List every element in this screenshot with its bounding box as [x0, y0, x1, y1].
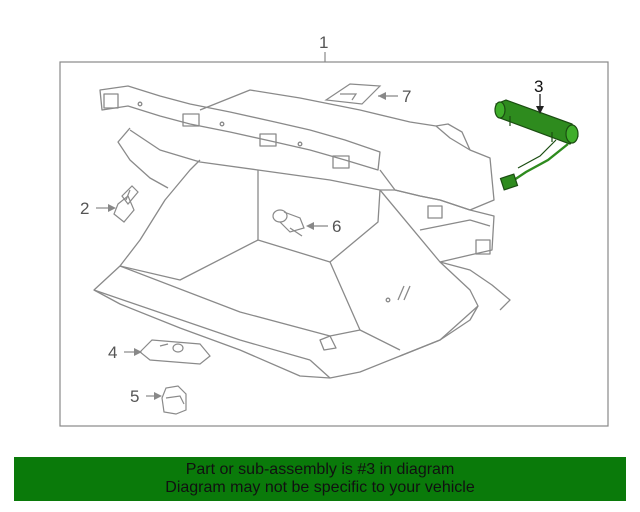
glove-box-assembly — [93, 85, 511, 379]
part-3-lamp — [494, 99, 579, 191]
parts-diagram: 1 7 — [59, 33, 609, 427]
callout-2: 2 — [80, 199, 89, 218]
callout-6-arrowhead — [306, 222, 314, 230]
callout-5-arrowhead — [154, 392, 162, 400]
callout-6: 6 — [332, 217, 341, 236]
part-2-bumper — [113, 185, 139, 223]
banner-line-1: Part or sub-assembly is #3 in diagram — [185, 461, 455, 478]
callout-4: 4 — [108, 343, 117, 362]
callout-1: 1 — [319, 33, 328, 52]
callout-7-arrowhead — [378, 92, 386, 100]
diagram-frame — [59, 61, 609, 427]
callout-7: 7 — [402, 87, 411, 106]
part-7-plate — [324, 83, 382, 105]
callout-3-arrowhead — [536, 106, 544, 114]
callout-5: 5 — [130, 387, 139, 406]
part-5-clip — [161, 385, 187, 415]
part-notice-banner: Part or sub-assembly is #3 in diagram Di… — [14, 457, 626, 501]
callout-2-arrowhead — [108, 204, 116, 212]
callout-4-arrowhead — [134, 348, 142, 356]
part-6-switch — [272, 209, 305, 237]
banner-line-2: Diagram may not be specific to your vehi… — [165, 479, 475, 496]
part-4-latch — [139, 339, 211, 365]
callout-3: 3 — [534, 77, 543, 96]
